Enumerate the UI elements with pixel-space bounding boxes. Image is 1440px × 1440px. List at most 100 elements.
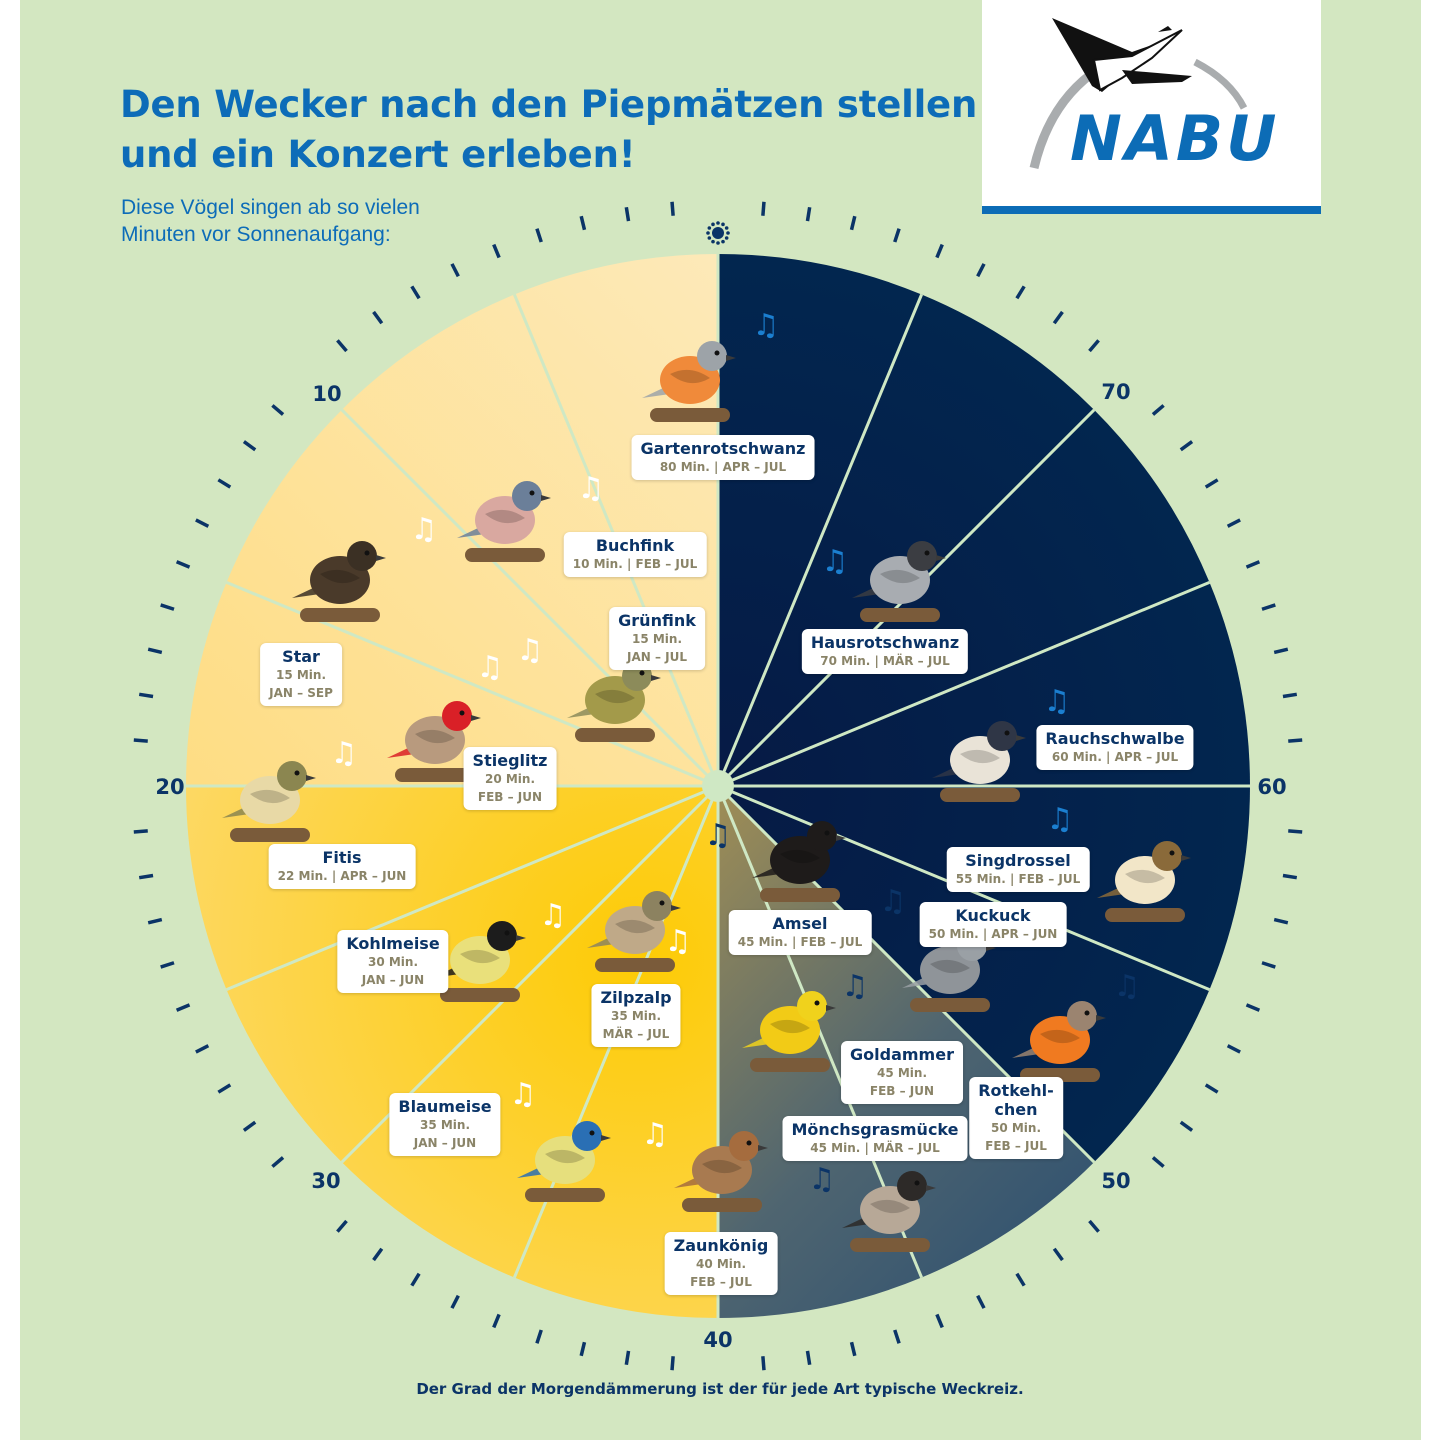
bird-name: Singdrossel [965, 851, 1071, 870]
scale-label-60: 60 [1257, 775, 1287, 799]
music-note-icon: ♫ [539, 898, 567, 933]
dial-tick [535, 228, 543, 243]
bird-name: Star [282, 647, 320, 666]
chaffinch-icon [457, 481, 551, 562]
dial-sector [186, 786, 718, 990]
dial-tick [1052, 1247, 1064, 1262]
dial-tick [579, 215, 587, 231]
sun-icon [706, 221, 730, 245]
swallow-icon [932, 721, 1026, 802]
scale-label-70: 70 [1101, 380, 1131, 404]
dial-tick [450, 263, 460, 278]
bird-months: FEB – JUL [690, 1275, 752, 1289]
bird-minutes-months: 22 Min. | APR – JUN [277, 869, 407, 883]
dial-tick [1261, 961, 1276, 969]
dial-tick [1261, 603, 1276, 611]
dial-tick [492, 243, 501, 259]
goldfinch-icon [387, 701, 481, 782]
greenfinch-icon [567, 661, 661, 742]
title-line-1: Den Wecker nach den Piepmätzen stellen [120, 83, 978, 126]
dial-tick [271, 1156, 285, 1168]
bird-minutes: 50 Min. [990, 1121, 1042, 1135]
dial-tick [624, 206, 631, 222]
dial-tick [1226, 518, 1241, 528]
bird-minutes: 40 Min. [695, 1257, 747, 1271]
dial-tick [1179, 440, 1194, 452]
scale-label-30: 30 [311, 1169, 341, 1193]
dial-divider [717, 581, 1211, 788]
bird-months: JAN – JUN [361, 973, 425, 987]
dial-divider [716, 293, 923, 787]
yellowhammer-icon [742, 991, 836, 1072]
page-title: Den Wecker nach den Piepmätzen stellen u… [120, 80, 977, 180]
stork-icon [1029, 18, 1248, 170]
dial-tick [670, 1356, 675, 1371]
dial-tick [1288, 829, 1303, 834]
scale-label-40: 40 [703, 1328, 733, 1352]
bird-name: Rauchschwalbe [1045, 729, 1185, 748]
dial-tick [410, 285, 421, 300]
music-note-icon: ♫ [841, 969, 869, 1004]
dial-sector [718, 254, 922, 786]
dial-tick [1015, 285, 1026, 300]
dial-tick [670, 201, 675, 216]
bird-name: Zaunkönig [673, 1236, 769, 1255]
starling-icon [292, 541, 386, 622]
subtitle: Diese Vögel singen ab so vielen Minuten … [121, 194, 420, 248]
bird-months: FEB – JUN [869, 1084, 935, 1098]
dial-tick [1179, 1120, 1194, 1132]
dial-tick [1288, 738, 1303, 743]
music-note-icon: ♫ [1113, 969, 1141, 1004]
dial-tick [133, 829, 148, 834]
bird-minutes: 20 Min. [484, 772, 536, 786]
dial-tick [976, 263, 986, 278]
dial-tick [336, 1219, 348, 1233]
chiffchaff-icon [587, 891, 681, 972]
dial-divider [225, 784, 719, 991]
dial-tick [893, 228, 901, 243]
bird-name: Zilpzalp [600, 988, 672, 1007]
subtitle-line-2: Minuten vor Sonnenaufgang: [121, 223, 391, 246]
dial-sector [514, 786, 718, 1318]
dial-tick [1282, 873, 1298, 880]
blackcap-icon [842, 1171, 936, 1252]
dial-tick [175, 1003, 191, 1012]
bird-minutes-months: 50 Min. | APR – JUN [928, 927, 1058, 941]
dial-tick [147, 917, 163, 925]
music-note-icon: ♫ [641, 1117, 669, 1152]
willow-warbler-icon [222, 761, 316, 842]
dial-tick [805, 206, 812, 222]
title-line-2: und ein Konzert erleben! [120, 133, 636, 176]
dial-sector [718, 409, 1210, 786]
bird-name: Grünfink [618, 611, 696, 630]
blackbird-icon [752, 821, 846, 902]
dial-tick [1273, 917, 1289, 925]
music-note-icon: ♫ [410, 512, 438, 547]
dial-tick [492, 1313, 501, 1329]
bird-minutes: 35 Min. [419, 1118, 471, 1132]
blue-tit-icon [517, 1121, 611, 1202]
dial-center-hub [702, 770, 734, 802]
dial-tick [138, 692, 154, 699]
bird-card-fitis: Fitis 22 Min. | APR – JUN [268, 844, 416, 889]
dial-tick [195, 518, 210, 528]
dial-tick [1088, 1219, 1100, 1233]
bird-name: Fitis [322, 848, 362, 867]
dial-tick [1204, 1083, 1219, 1094]
logo-underline [982, 206, 1321, 214]
bird-name: Hausrotschwanz [810, 633, 960, 652]
dial-tick [336, 339, 348, 353]
dial-tick [761, 1356, 766, 1371]
dial-tick [147, 647, 163, 655]
bird-illustrations [222, 341, 1191, 1252]
